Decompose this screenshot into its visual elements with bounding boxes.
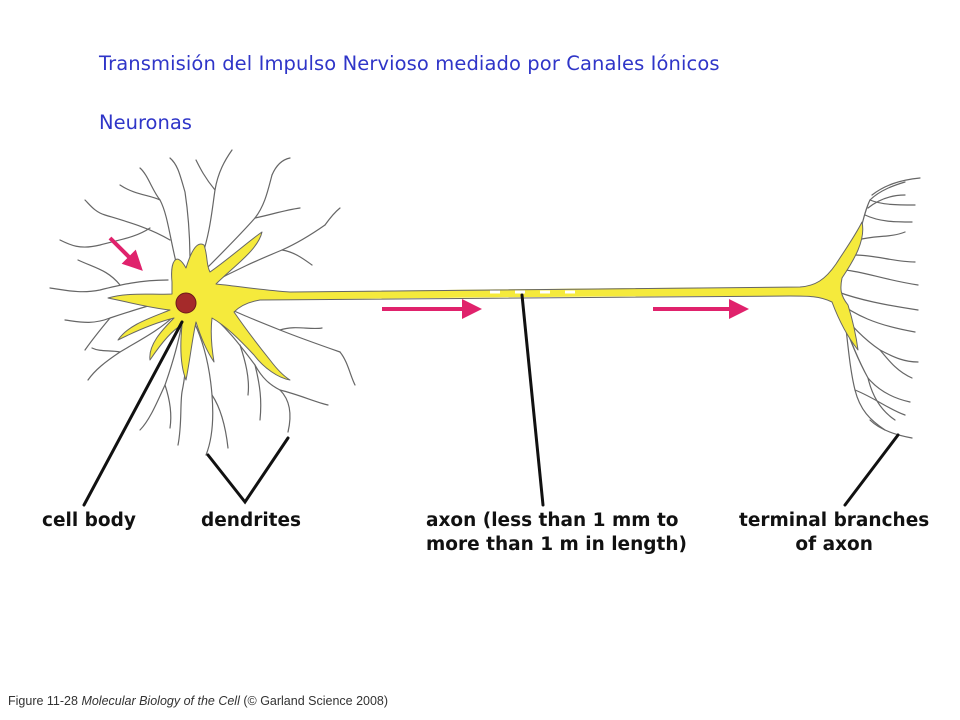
page-title: Transmisión del Impulso Nervioso mediado… xyxy=(99,52,720,75)
caption-figure: Figure 11-28 xyxy=(8,694,78,708)
caption-book: Molecular Biology of the Cell xyxy=(81,694,240,708)
dendrite-branches xyxy=(49,149,356,456)
nucleus xyxy=(175,292,197,314)
page-subtitle: Neuronas xyxy=(99,111,192,134)
label-terminal-branches: terminal branches of axon xyxy=(739,509,929,557)
label-axon-line2: more than 1 m in length) xyxy=(426,534,687,555)
label-axon-line1: axon (less than 1 mm to xyxy=(426,510,679,531)
caption-rest: (© Garland Science 2008) xyxy=(243,694,389,708)
neuron-yellow xyxy=(107,221,864,381)
label-terminal-line2: of axon xyxy=(795,534,873,555)
terminal-branches xyxy=(829,177,921,439)
label-terminal-line1: terminal branches xyxy=(739,510,930,531)
label-dendrites: dendrites xyxy=(201,510,302,531)
label-cell-body: cell body xyxy=(42,510,136,531)
label-axon: axon (less than 1 mm to more than 1 m in… xyxy=(426,509,687,557)
figure-caption: Figure 11-28 Molecular Biology of the Ce… xyxy=(8,694,388,708)
signal-arrow-dendrite xyxy=(108,236,143,271)
leader-lines xyxy=(82,293,900,507)
